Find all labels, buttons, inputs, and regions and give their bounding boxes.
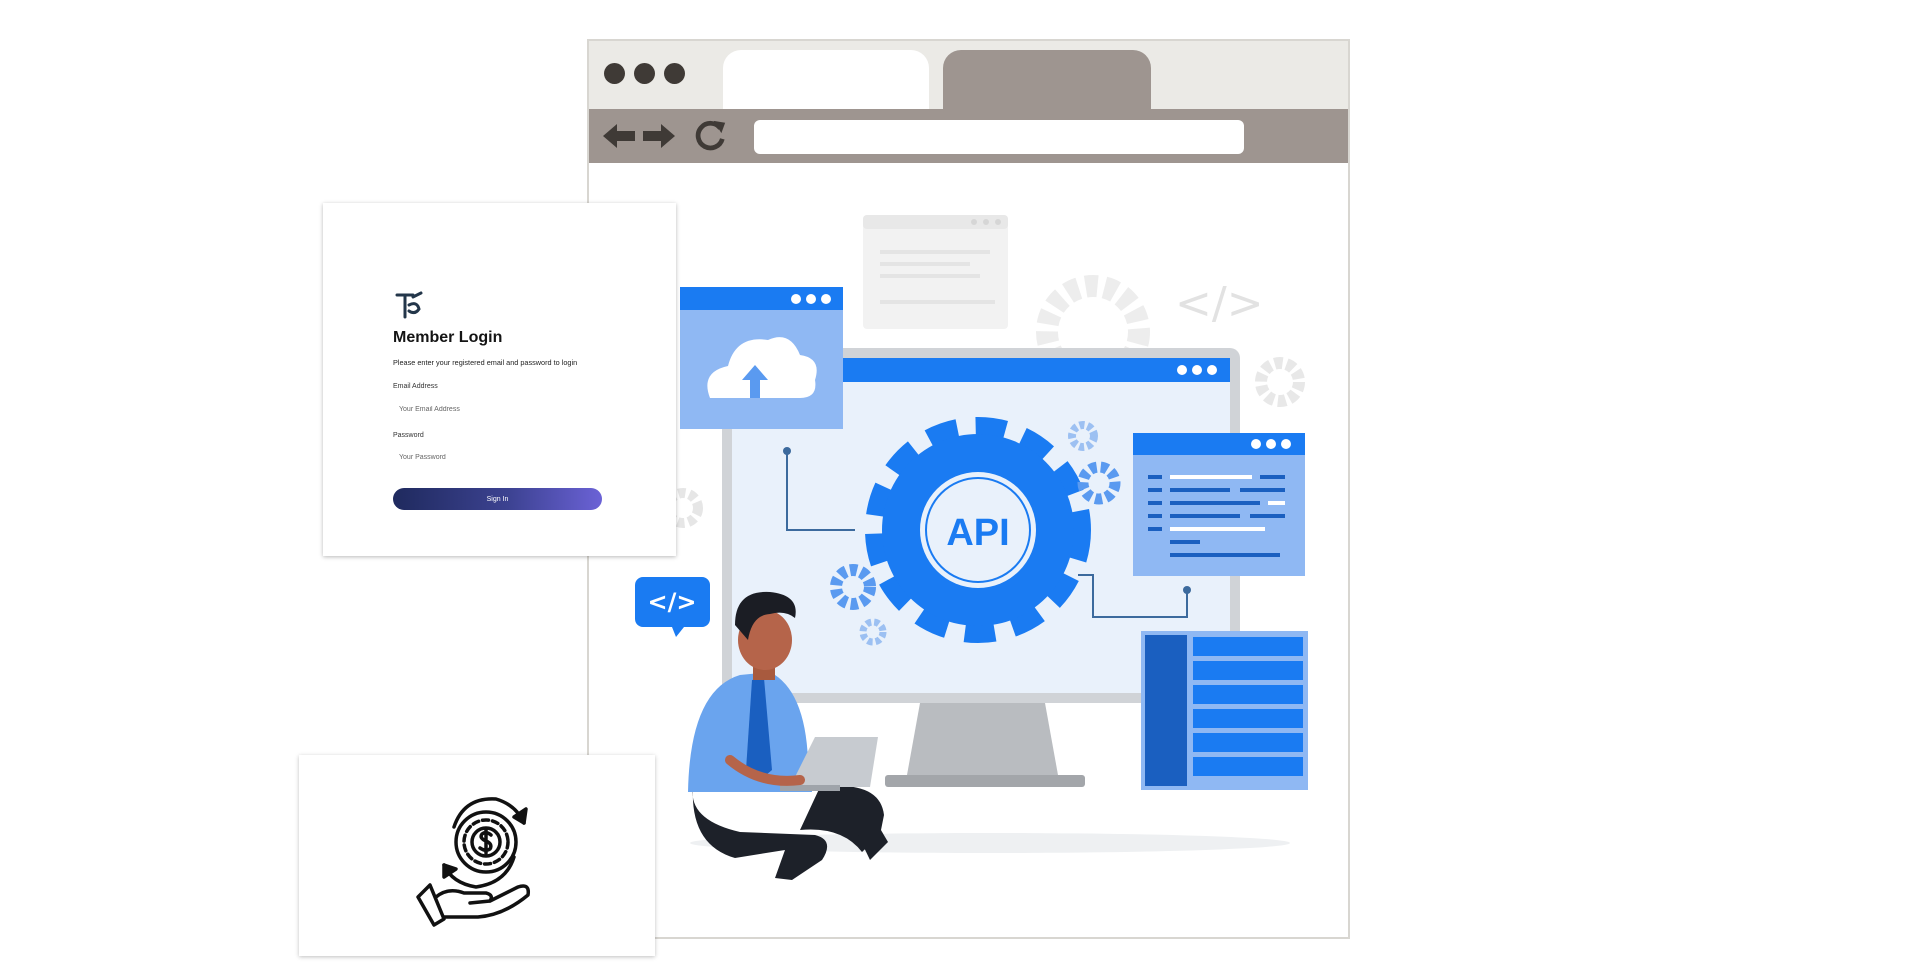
hand-money-cycle-icon	[416, 797, 531, 927]
back-arrow-icon[interactable]	[601, 118, 637, 154]
finance-card	[299, 755, 655, 956]
email-field[interactable]	[393, 399, 601, 419]
tab-active[interactable]	[723, 50, 929, 109]
connector-line	[786, 451, 855, 531]
maximize-dot[interactable]	[664, 63, 685, 84]
login-card: Member Login Please enter your registere…	[323, 203, 676, 556]
navigation-bar	[589, 109, 1348, 163]
api-label: API	[946, 512, 1009, 554]
email-label: Email Address	[393, 383, 438, 390]
floor-shadow	[690, 833, 1290, 853]
cloud-upload-window	[680, 287, 843, 429]
person-with-laptop	[688, 591, 888, 880]
faded-window-graphic	[863, 215, 1008, 329]
password-label: Password	[393, 432, 424, 439]
server-rack-graphic	[1141, 631, 1308, 790]
code-window	[1133, 433, 1305, 576]
code-speech-bubble	[635, 577, 710, 637]
brand-logo	[395, 291, 423, 319]
small-grey-gear-icon	[1255, 357, 1305, 407]
connector-node	[783, 447, 791, 455]
minimize-dot[interactable]	[634, 63, 655, 84]
cloud-icon	[707, 337, 817, 398]
tab-bar	[589, 41, 1348, 109]
small-gear-icon	[859, 618, 887, 646]
faded-gear-icon	[1036, 275, 1150, 389]
address-bar[interactable]	[754, 120, 1244, 154]
small-gear-icon	[1077, 461, 1121, 505]
connector-line	[1078, 574, 1188, 618]
login-title: Member Login	[393, 329, 503, 346]
connector-node	[1183, 586, 1191, 594]
faded-code-symbol: </>	[1175, 278, 1264, 329]
close-dot[interactable]	[604, 63, 625, 84]
bubble-code-symbol: </>	[648, 588, 697, 616]
login-subtitle: Please enter your registered email and p…	[393, 358, 578, 367]
small-gear-icon	[830, 564, 876, 610]
api-gear-icon	[865, 417, 1091, 643]
reload-icon[interactable]	[691, 118, 729, 154]
forward-arrow-icon[interactable]	[641, 118, 677, 154]
sign-in-button[interactable]: Sign In	[393, 488, 602, 510]
tab-inactive[interactable]	[943, 50, 1151, 109]
small-gear-icon	[1068, 421, 1098, 451]
password-field[interactable]	[393, 447, 601, 467]
upload-arrow-icon	[742, 365, 768, 398]
